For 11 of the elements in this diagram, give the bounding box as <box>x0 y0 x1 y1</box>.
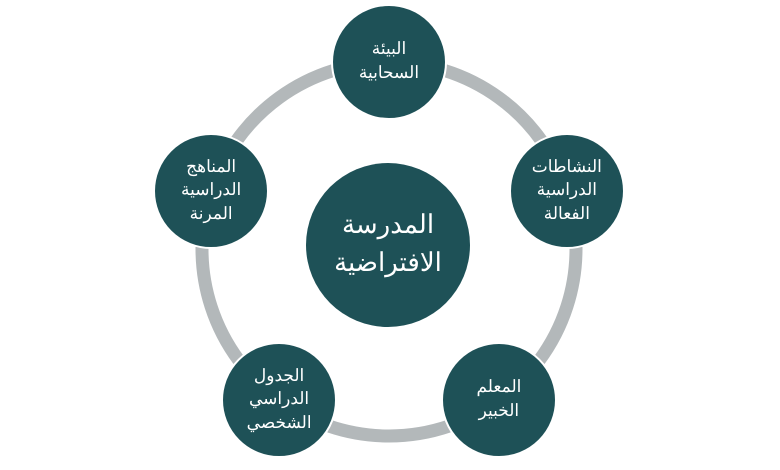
node-label: البيئة السحابية <box>358 38 420 85</box>
ring-connector <box>231 64 336 145</box>
node-label: النشاطات الدراسية الفعالة <box>532 156 602 226</box>
center-title: المدرسة الافتراضية <box>334 209 442 280</box>
ring-connector <box>442 64 547 145</box>
node-label: الجدول الدراسي الشخصي <box>246 364 312 436</box>
ring-connector <box>328 420 450 442</box>
ring-connector <box>534 246 582 364</box>
ring-connector <box>196 246 244 364</box>
node-label: المعلم الخبير <box>476 376 522 424</box>
node-label: المناهج الدراسية المرنة <box>181 156 242 226</box>
